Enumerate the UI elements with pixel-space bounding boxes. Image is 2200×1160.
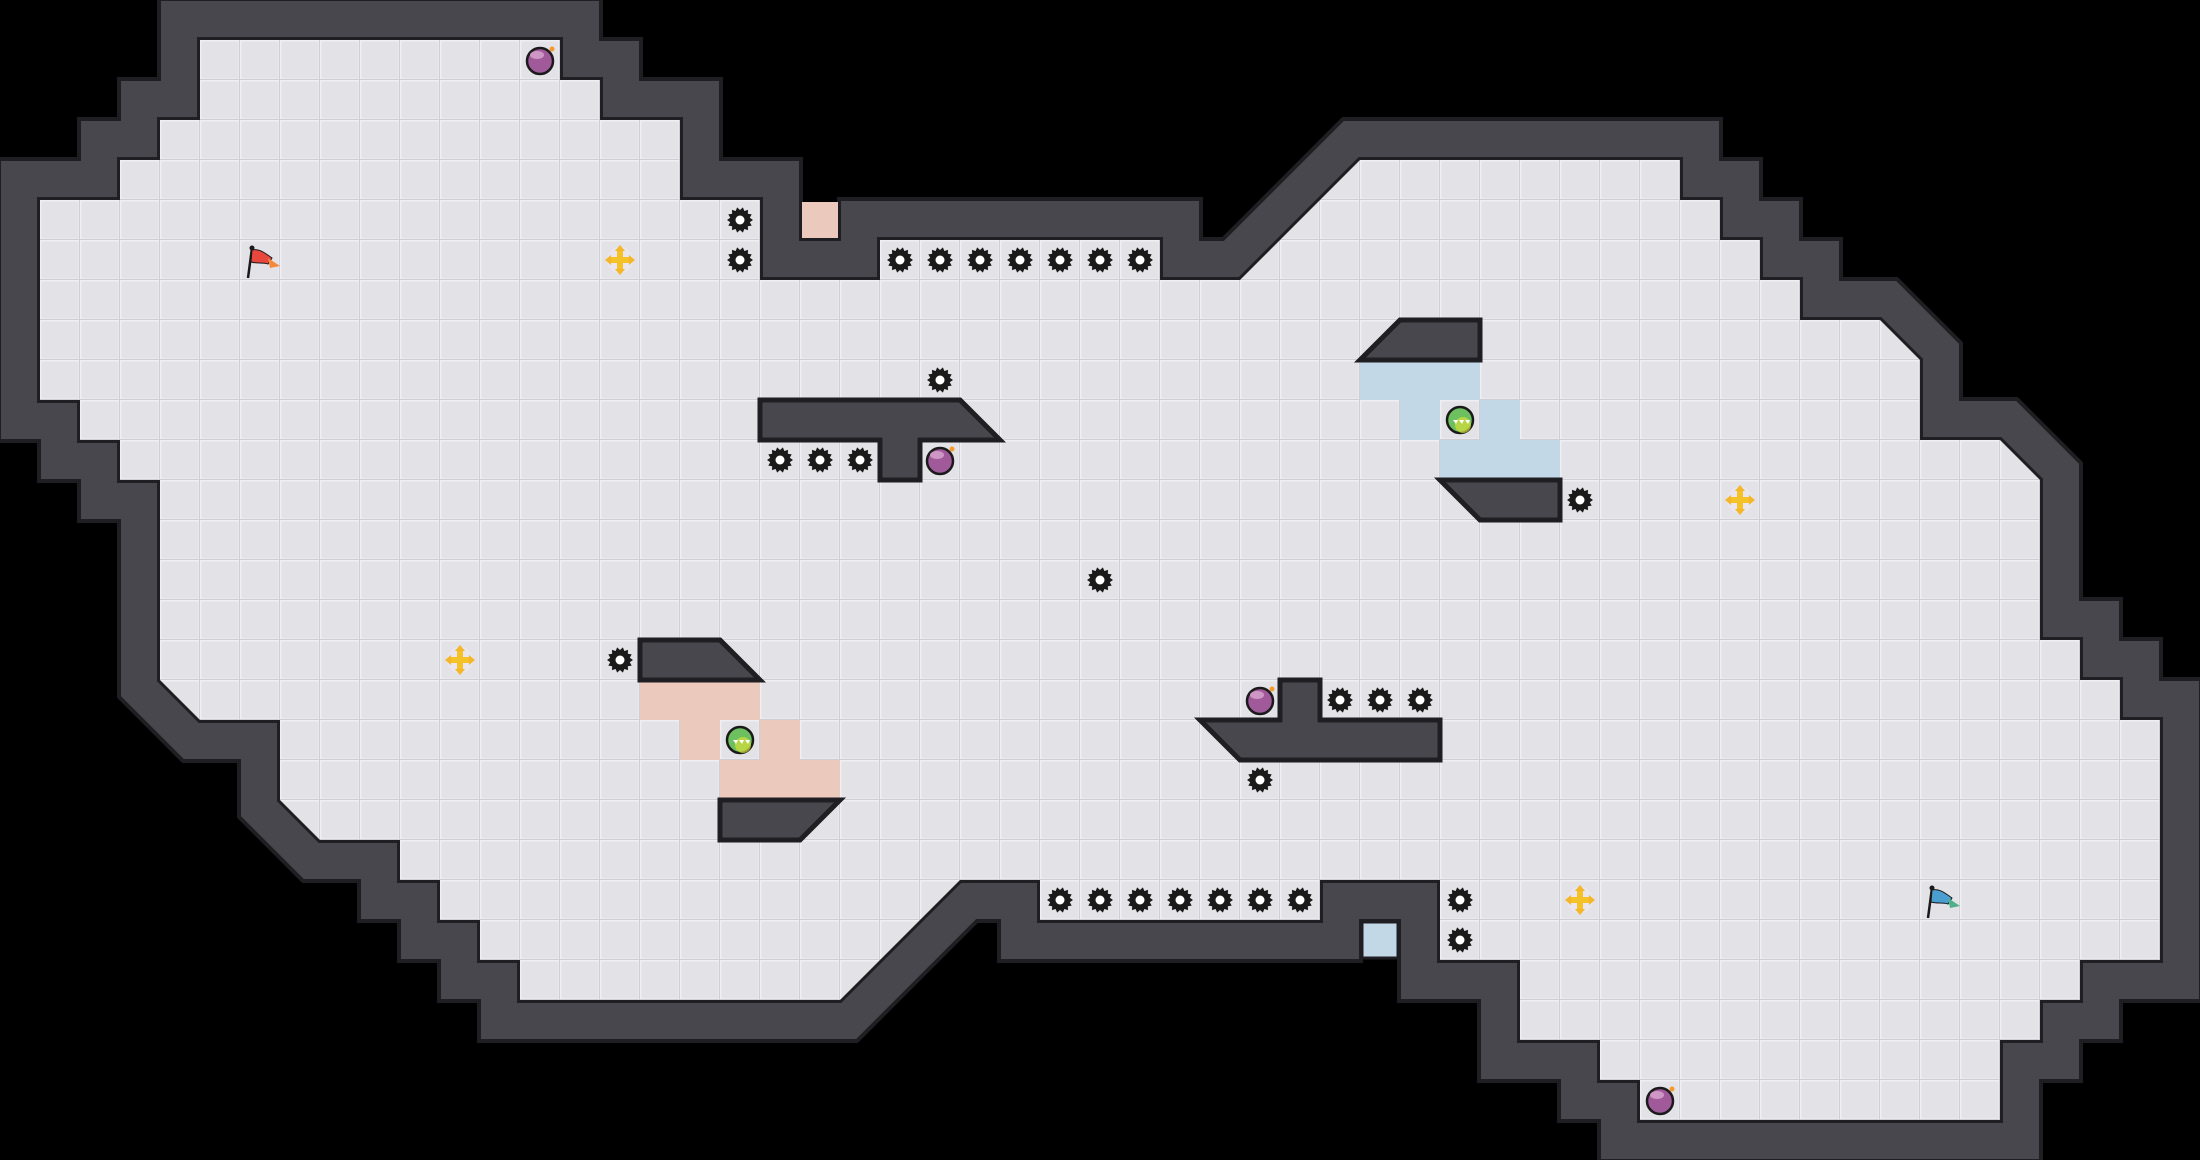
bomb-icon xyxy=(925,446,955,476)
pink-zone-tile xyxy=(680,720,720,760)
blue-zone-tile xyxy=(1400,400,1440,440)
blue-zone-tile xyxy=(1480,400,1520,440)
pink-wall-block xyxy=(802,202,838,238)
pink-zone-tile xyxy=(640,680,680,720)
spike-gear-icon xyxy=(887,247,913,273)
spike-gear-icon xyxy=(1447,887,1473,913)
spike-gear-icon xyxy=(727,207,753,233)
bomb-icon xyxy=(1245,686,1275,716)
entities xyxy=(246,46,1960,1116)
pink-zone-tile xyxy=(800,760,840,800)
spike-gear-icon xyxy=(607,647,633,673)
blue-zone-tile xyxy=(1440,440,1480,480)
spike-gear-icon xyxy=(1407,687,1433,713)
inner-wall xyxy=(757,397,1007,483)
spike-gear-icon xyxy=(1087,247,1113,273)
blue-zone-tile xyxy=(1440,360,1480,400)
inner-wall xyxy=(1353,317,1483,363)
spike-gear-icon xyxy=(1567,487,1593,513)
blue-zone-tile xyxy=(1360,360,1400,400)
spike-gear-icon xyxy=(1047,247,1073,273)
spike-gear-icon xyxy=(847,447,873,473)
spike-gear-icon xyxy=(1447,927,1473,953)
spike-gear-icon xyxy=(1167,887,1193,913)
blue-zone-tile xyxy=(1400,360,1440,400)
pink-zone-tile xyxy=(760,720,800,760)
plus-arrows-icon xyxy=(1565,885,1595,915)
plus-arrows-icon xyxy=(445,645,475,675)
inner-wall xyxy=(1193,677,1443,763)
inner-wall xyxy=(1433,477,1563,523)
inner-walls xyxy=(637,317,1563,843)
spike-gear-icon xyxy=(1087,567,1113,593)
spike-gear-icon xyxy=(1287,887,1313,913)
spike-gear-icon xyxy=(967,247,993,273)
spike-gear-icon xyxy=(1087,887,1113,913)
pink-zone-tile xyxy=(760,760,800,800)
blue-zone-tile xyxy=(1480,440,1520,480)
blue-flag-icon xyxy=(1926,885,1960,919)
spike-gear-icon xyxy=(1207,887,1233,913)
spike-gear-icon xyxy=(1127,887,1153,913)
inner-wall xyxy=(637,637,767,683)
blue-wall-block xyxy=(1360,920,1400,960)
spike-gear-icon xyxy=(767,447,793,473)
spike-gear-icon xyxy=(1247,767,1273,793)
spike-gear-icon xyxy=(927,247,953,273)
spike-gear-icon xyxy=(1247,887,1273,913)
bomb-icon xyxy=(525,46,555,76)
colored-zones xyxy=(640,360,1560,800)
blue-zone-tile xyxy=(1520,440,1560,480)
spike-gear-icon xyxy=(927,367,953,393)
inner-wall xyxy=(717,797,847,843)
green-orb-icon xyxy=(1445,405,1475,435)
pink-zone-tile xyxy=(680,680,720,720)
spike-gear-icon xyxy=(1007,247,1033,273)
bomb-icon xyxy=(1645,1086,1675,1116)
plus-arrows-icon xyxy=(605,245,635,275)
pink-zone-tile xyxy=(720,760,760,800)
spike-gear-icon xyxy=(807,447,833,473)
spike-gear-icon xyxy=(1127,247,1153,273)
spike-gear-icon xyxy=(727,247,753,273)
spike-gear-icon xyxy=(1367,687,1393,713)
spike-gear-icon xyxy=(1047,887,1073,913)
green-orb-icon xyxy=(725,725,755,755)
plus-arrows-icon xyxy=(1725,485,1755,515)
red-flag-icon xyxy=(246,245,280,279)
spike-gear-icon xyxy=(1327,687,1353,713)
pink-zone-tile xyxy=(720,680,760,720)
